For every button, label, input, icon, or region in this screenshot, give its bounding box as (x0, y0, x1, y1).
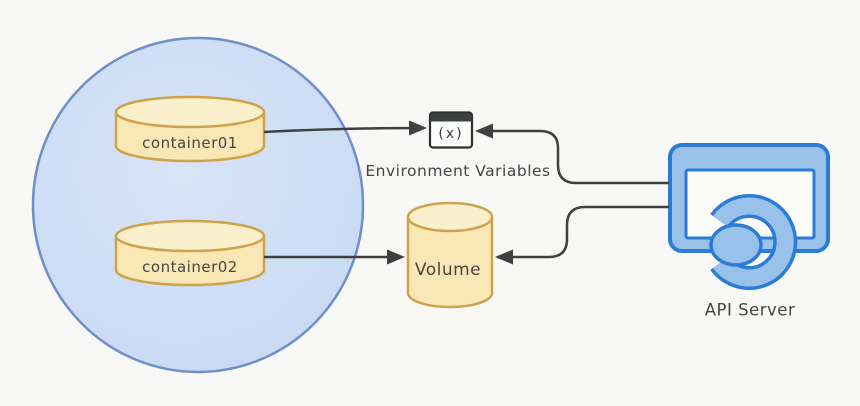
arrow-api-server-to-volume (495, 205, 670, 265)
pod-boundary-circle (31, 36, 365, 374)
volume-cylinder-icon (406, 201, 494, 309)
arrow-container01-to-env-vars (263, 120, 427, 136)
env-variables-label: Environment Variables (365, 162, 551, 180)
container01-label: container01 (142, 134, 238, 152)
env-variables-window-icon (428, 111, 474, 149)
container02-cylinder-icon (114, 219, 266, 287)
env-variables-icon-glyph: (x) (438, 126, 464, 142)
api-server-label: API Server (704, 300, 796, 320)
api-server-icon (668, 143, 830, 290)
volume-label: Volume (414, 260, 482, 280)
arrow-api-server-to-env-vars (475, 123, 670, 185)
container02-label: container02 (142, 258, 238, 276)
container01-cylinder-icon (114, 95, 266, 163)
